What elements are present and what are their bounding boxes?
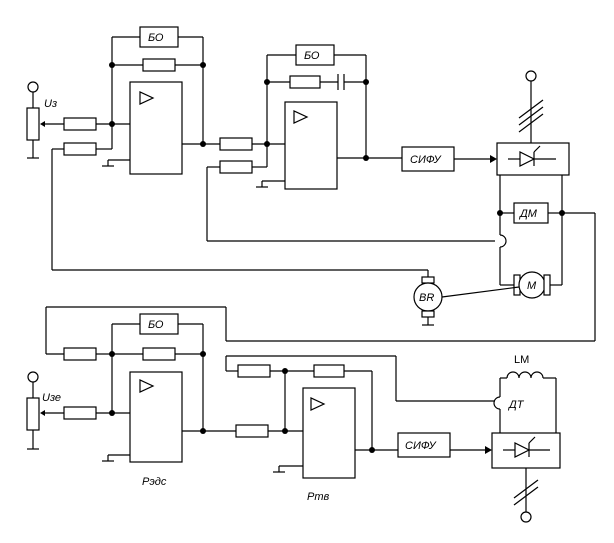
current-regulator-amp [302, 387, 356, 479]
feedback-resistor-3 [142, 347, 176, 361]
rtv-label: Ртв [307, 491, 330, 503]
amplifier-2 [284, 101, 338, 190]
input-resistor [63, 117, 97, 131]
br-label: BR [419, 292, 434, 304]
sifu-label-1: СИФУ [410, 154, 442, 166]
current-reg-fb-resistor [313, 364, 345, 378]
u3-label: Uз [44, 98, 57, 110]
u3e-label: Uзе [42, 392, 61, 404]
field-winding-lm [506, 371, 544, 379]
resistor-speed-fb [219, 160, 253, 174]
dm-label: ДМ [518, 208, 538, 220]
feedback-resistor-1 [142, 58, 176, 72]
sifu-block-2 [397, 432, 451, 458]
dt-label: ДТ [507, 399, 525, 411]
bo-label-1: БО [148, 32, 164, 44]
resistor-amp2-in [219, 137, 253, 151]
setpoint-potentiometer-bottom [26, 371, 64, 450]
motor-label: М [527, 280, 537, 292]
sifu-block-1 [401, 146, 455, 172]
reds-label: Рэдс [142, 476, 167, 488]
emf-regulator-amp [129, 371, 183, 463]
setpoint-potentiometer-top [26, 81, 64, 159]
resistor-rc [289, 75, 321, 89]
current-fb-resistor [237, 364, 271, 378]
setpoint-resistor-bottom [63, 406, 97, 420]
sifu-label-2: СИФУ [405, 440, 437, 452]
feedback-input-resistor [63, 142, 97, 156]
amplifier-1 [129, 81, 183, 175]
emf-input-resistor [63, 347, 97, 361]
bo-label-2: БО [304, 50, 320, 62]
current-reg-input-resistor [235, 424, 269, 438]
lm-label: LM [514, 354, 529, 366]
bo-label-3: БО [148, 319, 164, 331]
